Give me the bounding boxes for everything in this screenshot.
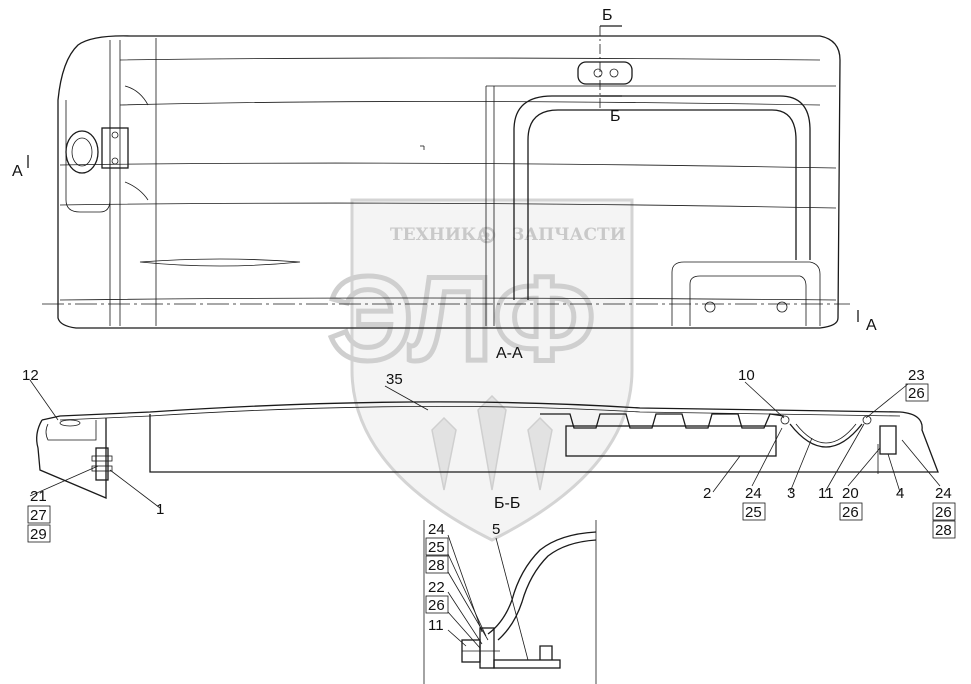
bb-panel-inner <box>497 539 597 641</box>
section-label-a-right: А <box>866 317 877 334</box>
watermark-text-right: ЗАПЧАСТИ <box>512 225 626 245</box>
callout-29: 29 <box>30 526 47 543</box>
bb-callout-24: 24 <box>428 521 445 538</box>
callout-10: 10 <box>738 367 755 384</box>
watermark-wheat <box>431 394 553 491</box>
watermark-text-left: ТЕХНИКА <box>390 225 490 245</box>
view-title-bb: Б-Б <box>494 495 520 512</box>
bb-panel-outer <box>487 531 597 635</box>
callout-21: 21 <box>30 488 47 505</box>
section-view-aa: А-А 12 <box>22 345 956 543</box>
top-view: Б Б А А <box>12 7 877 334</box>
section-label-b-mid: Б <box>610 108 621 125</box>
bb-callout-26: 26 <box>428 597 445 614</box>
top-handle <box>577 61 633 85</box>
bb-callouts: 24 25 28 5 22 26 11 <box>425 521 500 634</box>
callout-26-right: 26 <box>935 504 952 521</box>
aa-left-end <box>36 418 107 499</box>
bb-bracket-vertical <box>479 627 495 669</box>
callout-4: 4 <box>896 485 904 502</box>
aa-left-bracket <box>95 447 109 481</box>
bb-callout-5: 5 <box>492 521 500 538</box>
aa-insulation <box>565 425 777 457</box>
aa-handle-arc <box>789 423 863 448</box>
watermark-shield <box>350 198 634 542</box>
bb-callout-28: 28 <box>428 557 445 574</box>
callout-25: 25 <box>745 504 762 521</box>
callout-12: 12 <box>22 367 39 384</box>
callout-27: 27 <box>30 507 47 524</box>
section-label-a-left: А <box>12 163 23 180</box>
bb-callout-22: 22 <box>428 579 445 596</box>
aa-right-bracket <box>879 425 897 455</box>
aa-corrugated-profile <box>540 413 785 429</box>
callout-28: 28 <box>935 522 952 539</box>
bb-leader-lines <box>447 534 529 661</box>
callout-11: 11 <box>818 485 834 502</box>
aa-leader-lines <box>29 379 941 509</box>
aa-callouts: 12 35 10 23 26 21 27 29 1 2 24 25 3 11 2… <box>22 367 956 543</box>
bb-callout-11: 11 <box>428 617 444 634</box>
hinge-plate <box>101 127 129 169</box>
panel-outline <box>57 35 841 329</box>
mirror-opening <box>65 130 99 174</box>
watermark-letters: ЭЛФ <box>328 252 595 386</box>
view-title-aa: А-А <box>496 345 523 362</box>
aa-panel-section <box>41 401 939 473</box>
door-frame-outer <box>513 95 811 300</box>
door-frame-inner <box>527 109 797 300</box>
callout-35: 35 <box>386 371 403 388</box>
callout-24-left: 24 <box>745 485 762 502</box>
callout-20: 20 <box>842 485 859 502</box>
bb-callout-25: 25 <box>428 539 445 556</box>
callout-3: 3 <box>787 485 795 502</box>
callout-23: 23 <box>908 367 925 384</box>
section-view-bb: Б-Б 24 25 28 5 22 26 11 <box>423 495 597 684</box>
section-label-b-top: Б <box>602 7 613 24</box>
callout-2: 2 <box>703 485 711 502</box>
rib-stamp <box>139 258 301 267</box>
callout-26-top: 26 <box>908 385 925 402</box>
callout-1: 1 <box>156 501 164 518</box>
callout-24-right: 24 <box>935 485 952 502</box>
callout-26-mid: 26 <box>842 504 859 521</box>
watermark: ТЕХНИКА ЗАПЧАСТИ ЭЛФ <box>326 198 634 542</box>
bb-bracket-plate <box>493 659 561 669</box>
